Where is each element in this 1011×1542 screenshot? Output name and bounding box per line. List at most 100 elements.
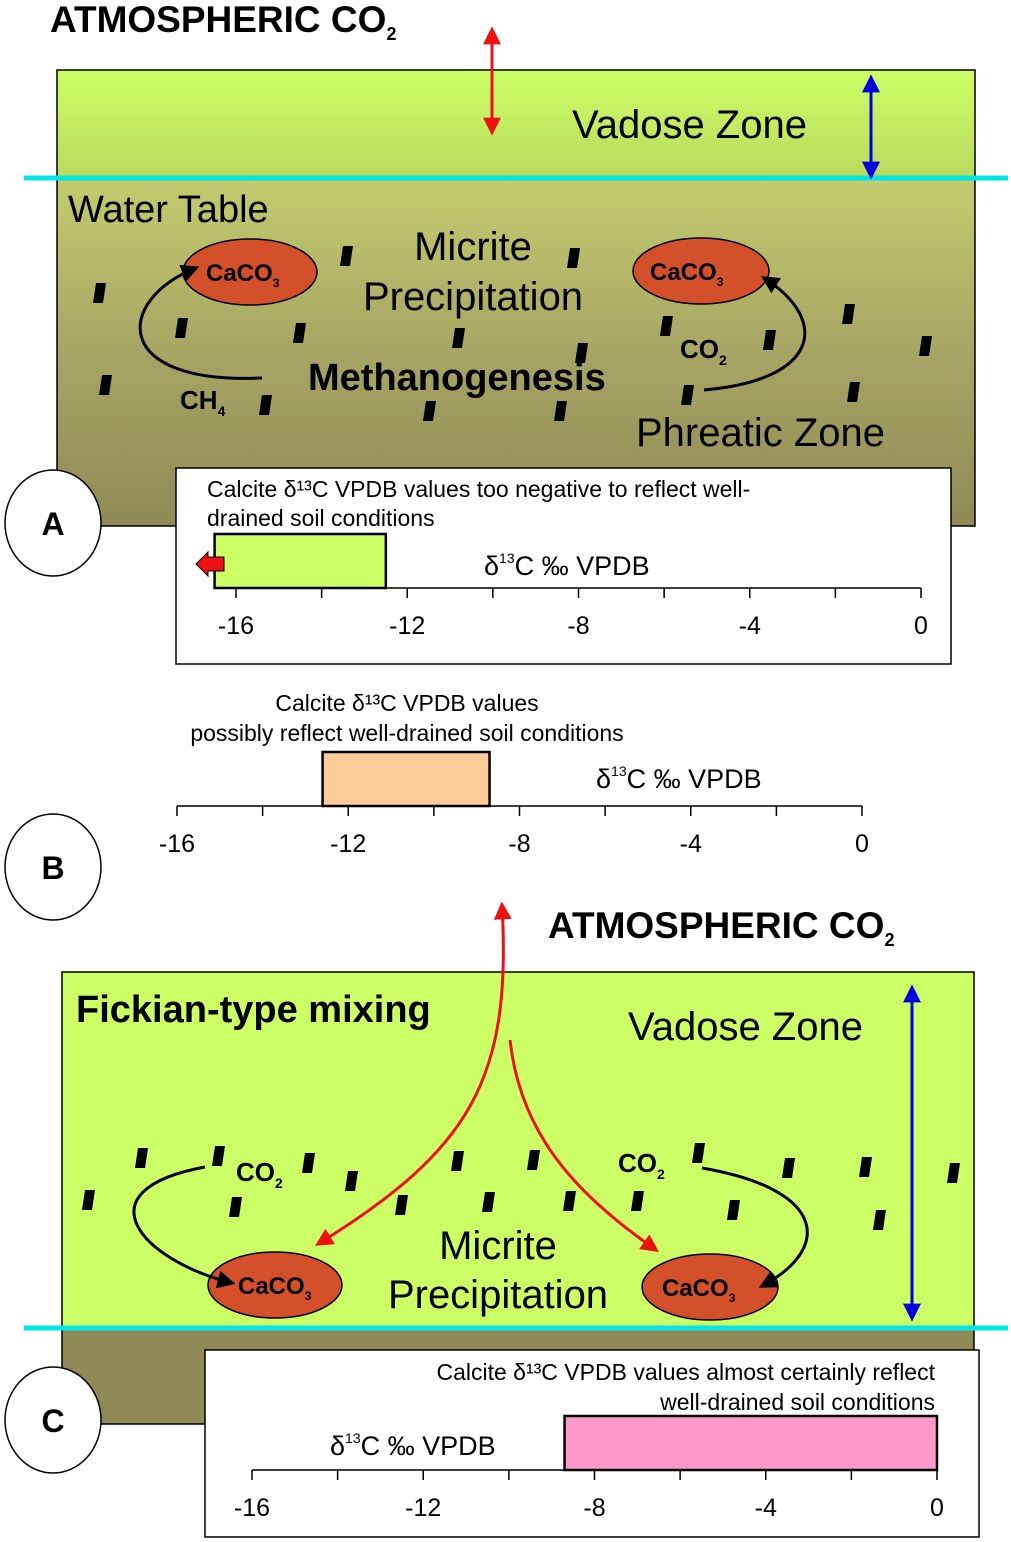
panel-a-caption-line2: drained soil conditions	[207, 505, 435, 531]
panel-a-water-table-label: Water Table	[68, 189, 269, 231]
panel-a-atmospheric-title: ATMOSPHERIC CO2	[50, 0, 396, 44]
soil-particle	[842, 304, 855, 324]
panel-a-phreatic-zone-label: Phreatic Zone	[636, 411, 885, 455]
caco3-label: CaCO3	[662, 1275, 736, 1305]
panel-a-tick-label: -8	[567, 612, 589, 640]
panel-b-value-range-box	[321, 750, 491, 808]
soil-particle	[293, 323, 306, 343]
soil-particle	[681, 385, 694, 405]
panel-a-co2-label: CO2	[680, 334, 727, 368]
panel-b-tick-label: -12	[330, 830, 366, 858]
panel-a-label-circle	[4, 469, 102, 577]
soil-particle	[212, 1146, 225, 1166]
panel-a-co2-to-caco3-arrow	[703, 276, 807, 392]
panel-a-value-range-box	[213, 532, 388, 590]
panel-a-tick-label: -4	[739, 612, 761, 640]
caco3-label: CaCO3	[650, 259, 724, 289]
panel-c-soil-particles	[82, 1143, 960, 1230]
panel-c-co2-to-left-caco3-arrow	[132, 1165, 236, 1289]
soil-particle	[563, 1191, 576, 1211]
panel-c-co2-left-label: CO2	[236, 1157, 283, 1191]
panel-a-caption-line1: Calcite δ¹³C VPDB values too negative to…	[207, 476, 750, 502]
panel-a: ATMOSPHERIC CO2 Vadose Zone Water Table …	[4, 0, 1008, 665]
soil-particle	[423, 401, 436, 421]
panel-c-caco3-right: CaCO3	[641, 1253, 779, 1321]
panel-b-caption-line1: Calcite δ¹³C VPDB values	[275, 690, 538, 716]
panel-c-caption-line2: well-drained soil conditions	[659, 1389, 935, 1415]
soil-particle	[452, 328, 465, 348]
soil-particle	[727, 1200, 740, 1220]
panel-c-label: C	[41, 1403, 64, 1439]
soil-particle	[859, 1157, 872, 1177]
panel-a-caco3-right: CaCO3	[632, 237, 770, 305]
soil-particle	[345, 1171, 358, 1191]
panel-b-tick-label: -16	[159, 830, 195, 858]
soil-particle	[451, 1151, 464, 1171]
panel-b-label-circle	[4, 813, 102, 921]
soil-particle	[302, 1153, 315, 1173]
soil-particle	[340, 246, 353, 266]
panel-a-tick-label: -12	[389, 612, 425, 640]
soil-particle	[135, 1148, 148, 1168]
soil-particle	[567, 248, 580, 268]
caco3-label: CaCO3	[206, 260, 280, 290]
panel-a-label: A	[41, 506, 64, 542]
panel-a-tick-label: 0	[914, 612, 928, 640]
soil-particle	[259, 395, 272, 415]
soil-particle	[229, 1197, 242, 1217]
soil-particle	[919, 336, 932, 356]
panel-c-caption-line1: Calcite δ¹³C VPDB values almost certainl…	[436, 1359, 935, 1385]
soil-particle	[575, 343, 588, 363]
panel-c-atmosphere-to-left-caco3-arrow	[314, 901, 512, 1246]
caco3-ellipse	[632, 237, 770, 305]
panel-c-axis-label: δ13C ‰ VPDB	[330, 1430, 496, 1461]
panel-a-axis-label: δ13C ‰ VPDB	[484, 550, 650, 581]
panel-c-tick-label: -4	[755, 1494, 777, 1522]
panel-c-co2-right-label: CO2	[618, 1148, 665, 1182]
panel-c-vadose-zone-label: Vadose Zone	[628, 1005, 863, 1049]
panel-c-caco3-left: CaCO3	[207, 1251, 343, 1319]
panel-b-axis-label: δ13C ‰ VPDB	[596, 763, 762, 794]
panel-a-soil-particles	[93, 246, 932, 421]
soil-particle	[175, 318, 188, 338]
panel-c-axis: -16 -12 -8 -4 0	[234, 1414, 944, 1522]
caco3-ellipse	[207, 1251, 343, 1319]
panel-a-caco3-left: CaCO3	[182, 238, 318, 306]
panel-b-caption-line2: possibly reflect well-drained soil condi…	[190, 720, 623, 746]
panel-c-tick-label: -12	[405, 1494, 441, 1522]
soil-particle	[660, 316, 673, 336]
panel-c-fickian-label: Fickian-type mixing	[76, 989, 431, 1031]
panel-c: ATMOSPHERIC CO2 Fickian-type mixing Vado…	[4, 901, 1008, 1538]
panel-b-tick-label: -8	[508, 830, 530, 858]
panel-c-atmospheric-title: ATMOSPHERIC CO2	[548, 905, 894, 950]
panel-a-methanogenesis-label: Methanogenesis	[308, 357, 606, 399]
panel-b: Calcite δ¹³C VPDB values possibly reflec…	[4, 690, 869, 921]
panel-b-tick-label: -4	[680, 830, 702, 858]
soil-particle	[947, 1163, 960, 1183]
panel-c-tick-label: -8	[583, 1494, 605, 1522]
soil-particle	[82, 1190, 95, 1210]
panel-a-vadose-zone-label: Vadose Zone	[572, 103, 807, 147]
soil-particle	[554, 401, 567, 421]
panel-c-tick-label: 0	[930, 1494, 944, 1522]
panel-a-ch4-label: CH4	[180, 385, 226, 419]
soil-particle	[99, 375, 112, 395]
panel-a-precipitation-label: Precipitation	[363, 275, 583, 319]
soil-particle	[763, 330, 776, 350]
soil-particle	[873, 1210, 886, 1230]
soil-particle	[782, 1158, 795, 1178]
panel-a-tick-label: -16	[218, 612, 254, 640]
soil-particle	[527, 1150, 540, 1170]
panel-c-atmosphere-to-right-caco3-arrow	[508, 1039, 659, 1253]
panel-a-micrite-label: Micrite	[414, 225, 532, 269]
caco3-label: CaCO3	[238, 1273, 312, 1303]
soil-particle	[631, 1191, 644, 1211]
panel-a-offscale-arrow	[195, 550, 225, 578]
panel-b-label: B	[41, 850, 64, 886]
panel-a-ch4-to-caco3-arrow	[138, 264, 263, 380]
panel-c-precipitation-label: Precipitation	[388, 1273, 608, 1317]
panel-c-tick-label: -16	[234, 1494, 270, 1522]
panel-c-micrite-label: Micrite	[439, 1224, 557, 1268]
panel-c-label-circle	[4, 1366, 102, 1474]
